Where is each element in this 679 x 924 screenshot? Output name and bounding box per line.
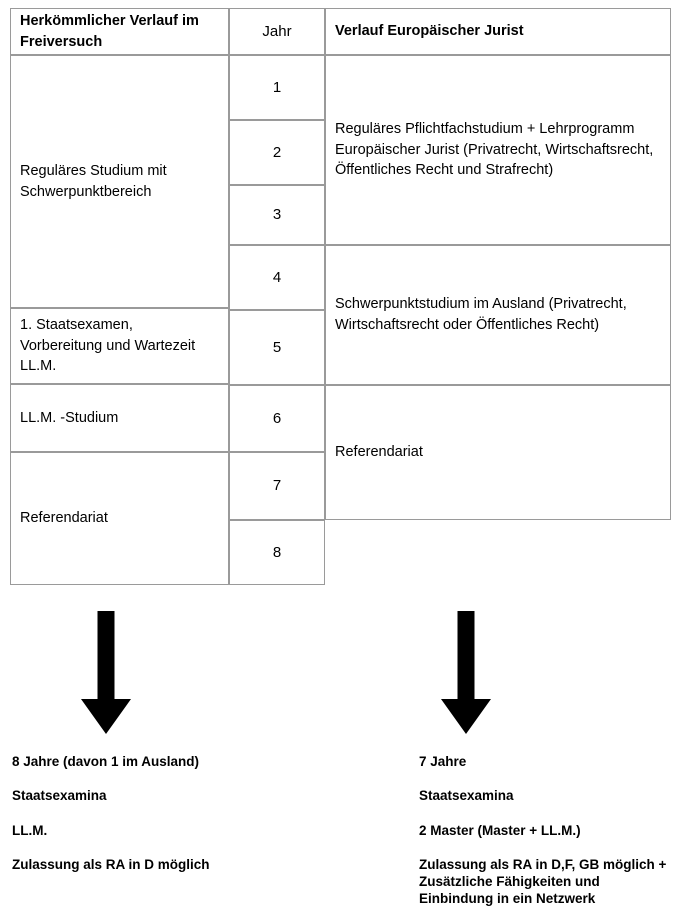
table-cell-left-0: Reguläres Studium mit Schwerpunktbereich bbox=[10, 55, 229, 308]
table-header-right-label: Verlauf Europäischer Jurist bbox=[335, 23, 524, 40]
table-cell-year-5-label: 5 bbox=[272, 338, 282, 356]
table-cell-year-3: 3 bbox=[229, 185, 325, 245]
table-cell-year-2: 2 bbox=[229, 120, 325, 185]
table-header-left-label: Herkömmlicher Verlauf im Freiversuch bbox=[20, 12, 199, 50]
summary-traditional: 8 Jahre (davon 1 im Ausland) Staatsexami… bbox=[12, 753, 342, 873]
table-cell-year-8: 8 bbox=[229, 520, 325, 585]
table-cell-year-6-label: 6 bbox=[272, 409, 282, 427]
table-cell-year-6: 6 bbox=[229, 385, 325, 452]
table-cell-year-1-label: 1 bbox=[272, 78, 282, 96]
table-cell-left-2-label: LL.M. -Studium bbox=[20, 409, 119, 426]
table-header-right: Verlauf Europäischer Jurist bbox=[325, 8, 671, 55]
table-cell-left-0-label: Reguläres Studium mit Schwerpunktbereich bbox=[20, 162, 167, 200]
table-cell-year-7-label: 7 bbox=[272, 477, 282, 495]
table-cell-year-2-label: 2 bbox=[272, 143, 282, 161]
table-cell-right-0-label: Reguläres Pflichtfachstudium + Lehrprogr… bbox=[335, 121, 654, 179]
table-header-left: Herkömmlicher Verlauf im Freiversuch bbox=[10, 8, 229, 55]
table-cell-right-1-label: Schwerpunktstudium im Ausland (Privatrec… bbox=[335, 296, 627, 333]
table-cell-right-0: Reguläres Pflichtfachstudium + Lehrprogr… bbox=[325, 55, 671, 245]
summary-european-line-1: Staatsexamina bbox=[419, 788, 514, 804]
table-cell-year-4: 4 bbox=[229, 245, 325, 310]
table-cell-year-4-label: 4 bbox=[272, 268, 282, 286]
table-cell-year-7: 7 bbox=[229, 452, 325, 520]
table-cell-year-3-label: 3 bbox=[272, 206, 282, 224]
summary-european-line-0: 7 Jahre bbox=[419, 754, 467, 769]
table-cell-year-5: 5 bbox=[229, 310, 325, 385]
summary-european-line-2: 2 Master (Master + LL.M.) bbox=[419, 822, 581, 838]
table-cell-right-2-label: Referendariat bbox=[335, 444, 423, 461]
table-cell-right-1: Schwerpunktstudium im Ausland (Privatrec… bbox=[325, 245, 671, 385]
table-header-year: Jahr bbox=[229, 8, 325, 55]
down-arrow-left bbox=[80, 610, 132, 736]
down-arrow-icon bbox=[441, 611, 491, 734]
comparison-table: Herkömmlicher Verlauf im Freiversuch Jah… bbox=[10, 8, 671, 585]
table-cell-left-3-label: Referendariat bbox=[20, 510, 108, 527]
down-arrow-icon bbox=[81, 611, 131, 734]
table-cell-left-3: Referendariat bbox=[10, 452, 229, 585]
table-header-year-label: Jahr bbox=[262, 22, 292, 40]
summary-european: 7 Jahre Staatsexamina 2 Master (Master +… bbox=[419, 753, 669, 908]
summary-european-line-3: Zulassung als RA in D,F, GB möglich + Zu… bbox=[419, 856, 667, 907]
summary-traditional-line-1: Staatsexamina bbox=[12, 788, 107, 804]
summary-traditional-line-3: Zulassung als RA in D möglich bbox=[12, 856, 210, 872]
down-arrow-right bbox=[440, 610, 492, 736]
table-cell-left-2: LL.M. -Studium bbox=[10, 384, 229, 452]
table-cell-left-1-label: 1. Staatsexamen, Vorbereitung und Wartez… bbox=[20, 317, 196, 375]
table-cell-right-2: Referendariat bbox=[325, 385, 671, 520]
summary-traditional-line-2: LL.M. bbox=[12, 822, 48, 838]
summary-traditional-line-0: 8 Jahre (davon 1 im Ausland) bbox=[12, 754, 200, 769]
table-cell-left-1: 1. Staatsexamen, Vorbereitung und Wartez… bbox=[10, 308, 229, 384]
table-cell-year-8-label: 8 bbox=[272, 543, 282, 561]
table-cell-year-1: 1 bbox=[229, 55, 325, 120]
